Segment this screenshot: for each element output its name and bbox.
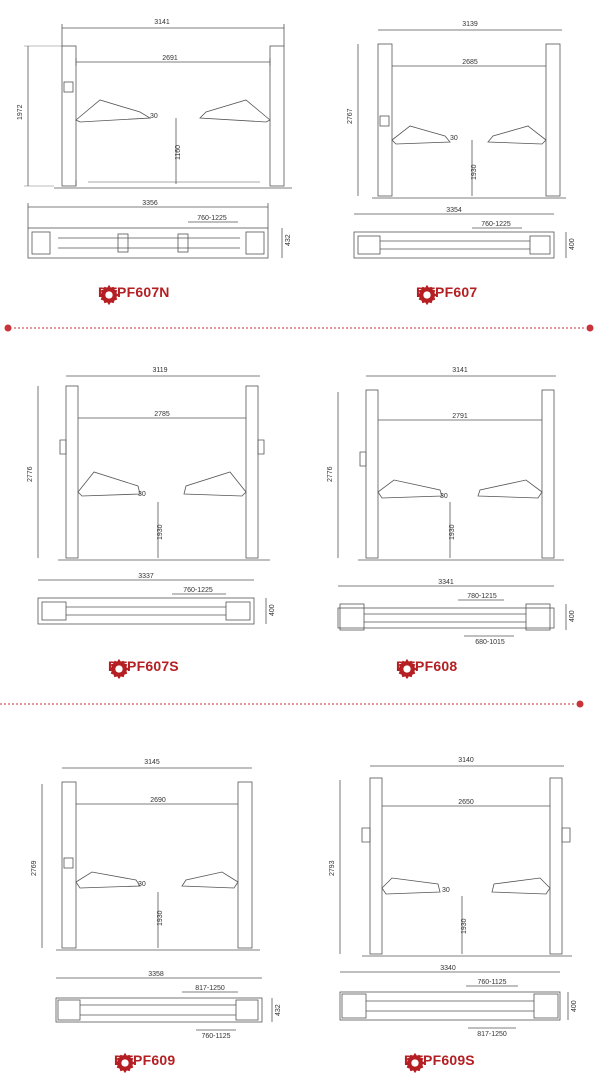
section-separator <box>4 324 594 332</box>
dim-pad: 30 <box>440 493 448 500</box>
dim-overall-width: 3119 <box>152 367 167 374</box>
dim-pad: 30 <box>442 887 450 894</box>
dim-arm-range: 760-1225 <box>183 587 213 594</box>
dim-arm-height: 1930 <box>449 524 456 540</box>
model-label: DTPF609S <box>404 1052 475 1074</box>
dim-length: 3358 <box>148 971 164 978</box>
dim-arm-range-2: 680-1015 <box>475 639 505 646</box>
dim-depth: 400 <box>269 604 276 616</box>
dim-height: 2776 <box>27 466 34 482</box>
dim-arm-height: 1930 <box>471 164 478 180</box>
dim-arm-height: 1160 <box>175 145 182 160</box>
dim-arm-range: 760-1225 <box>481 221 511 228</box>
drawing-dtpf609s: 3140 2650 30 1930 2793 3340 760-1125 817… <box>329 757 578 1038</box>
dim-depth: 400 <box>569 238 576 250</box>
section-separator <box>0 700 584 708</box>
dim-overall-width: 3141 <box>154 19 170 26</box>
dim-pad: 30 <box>138 491 146 498</box>
gear-icon <box>416 284 438 306</box>
model-label: DTPF608 <box>396 658 457 680</box>
dim-arm-range-2: 817-1250 <box>477 1031 507 1038</box>
dim-overall-width: 3141 <box>452 367 468 374</box>
lift-card-dtpf607s: 3119 2785 30 1930 2776 3337 760-1225 400… <box>0 352 300 692</box>
lift-card-dtpf608: 3141 2791 30 1930 2776 3341 780-1215 680… <box>300 352 600 692</box>
dim-depth: 432 <box>285 234 292 246</box>
dim-height: 2776 <box>327 466 334 482</box>
drawing-dtpf607s: 3119 2785 30 1930 2776 3337 760-1225 400 <box>27 367 276 625</box>
gear-icon <box>396 658 418 680</box>
gear-icon <box>114 1052 136 1074</box>
dim-arm-height: 1930 <box>461 918 468 934</box>
dim-length: 3337 <box>138 573 154 580</box>
dim-depth: 432 <box>275 1004 282 1016</box>
lift-card-dtpf609s: 3140 2650 30 1930 2793 3340 760-1125 817… <box>300 746 600 1086</box>
dim-arm-range-2: 760-1125 <box>201 1033 230 1040</box>
dim-overall-width: 3139 <box>462 21 478 28</box>
dim-pad: 30 <box>138 881 146 888</box>
dim-length: 3341 <box>438 579 454 586</box>
dim-overall-width: 3145 <box>144 759 160 766</box>
gear-icon <box>108 658 130 680</box>
dim-overall-width: 3140 <box>458 757 474 764</box>
drawing-dtpf607n: 3141 2691 30 1160 1972 3356 760-1225 432 <box>17 19 292 259</box>
dim-arm-range: 760-1225 <box>197 215 227 222</box>
dim-height: 2769 <box>31 860 38 876</box>
model-label: DTPF607N <box>98 284 170 306</box>
dim-height: 2793 <box>329 860 336 876</box>
dim-height: 2767 <box>347 108 354 124</box>
dim-depth: 400 <box>569 610 576 622</box>
dim-arm-range: 780-1215 <box>467 593 497 600</box>
dim-arm-range: 760-1125 <box>477 979 506 986</box>
dim-length: 3356 <box>142 200 158 207</box>
drawing-dtpf608: 3141 2791 30 1930 2776 3341 780-1215 680… <box>327 367 576 646</box>
gear-icon <box>98 284 120 306</box>
dim-inner-width: 2650 <box>458 799 474 806</box>
lift-card-dtpf607: 3139 2685 30 1930 2767 3354 760-1225 400… <box>300 0 600 340</box>
dim-inner-width: 2791 <box>452 413 468 420</box>
dim-pad: 30 <box>450 135 458 142</box>
drawing-dtpf609: 3145 2690 30 1930 2769 3358 817-1250 760… <box>31 759 282 1040</box>
dim-depth: 400 <box>571 1000 578 1012</box>
model-label: DTPF607 <box>416 284 477 306</box>
gear-icon <box>404 1052 426 1074</box>
dim-inner-width: 2690 <box>150 797 166 804</box>
model-label: DTPF607S <box>108 658 179 680</box>
dim-pad: 30 <box>150 113 158 120</box>
lift-card-dtpf607n: 3141 2691 30 1160 1972 3356 760-1225 432… <box>0 0 300 340</box>
drawing-dtpf607: 3139 2685 30 1930 2767 3354 760-1225 400 <box>347 21 576 259</box>
model-label: DTPF609 <box>114 1052 175 1074</box>
dim-inner-width: 2785 <box>154 411 170 418</box>
dim-height: 1972 <box>17 104 24 120</box>
dim-inner-width: 2685 <box>462 59 478 66</box>
dim-arm-range: 817-1250 <box>195 985 225 992</box>
lift-card-dtpf609: 3145 2690 30 1930 2769 3358 817-1250 760… <box>0 746 300 1086</box>
dim-inner-width: 2691 <box>162 55 178 62</box>
dim-length: 3354 <box>446 207 462 214</box>
dim-arm-height: 1930 <box>157 524 164 540</box>
dim-length: 3340 <box>440 965 456 972</box>
dim-arm-height: 1930 <box>157 910 164 926</box>
